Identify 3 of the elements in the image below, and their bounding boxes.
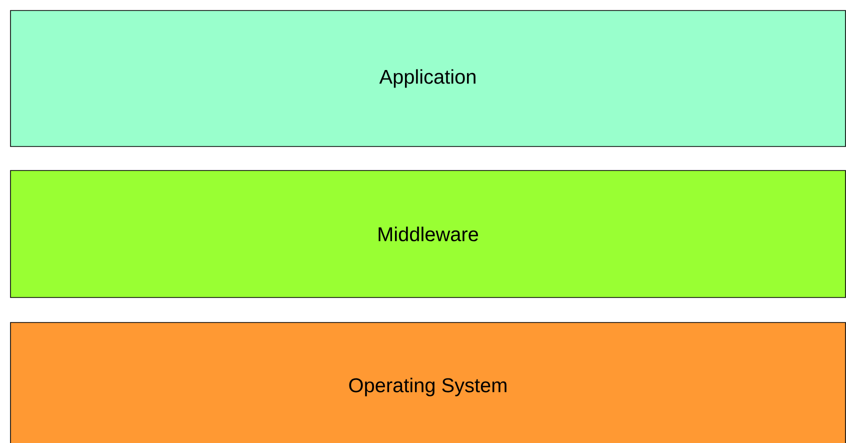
layer-band: Middleware — [10, 170, 846, 298]
layer-band: Application — [10, 10, 846, 147]
layer-band: Operating System — [10, 322, 846, 443]
